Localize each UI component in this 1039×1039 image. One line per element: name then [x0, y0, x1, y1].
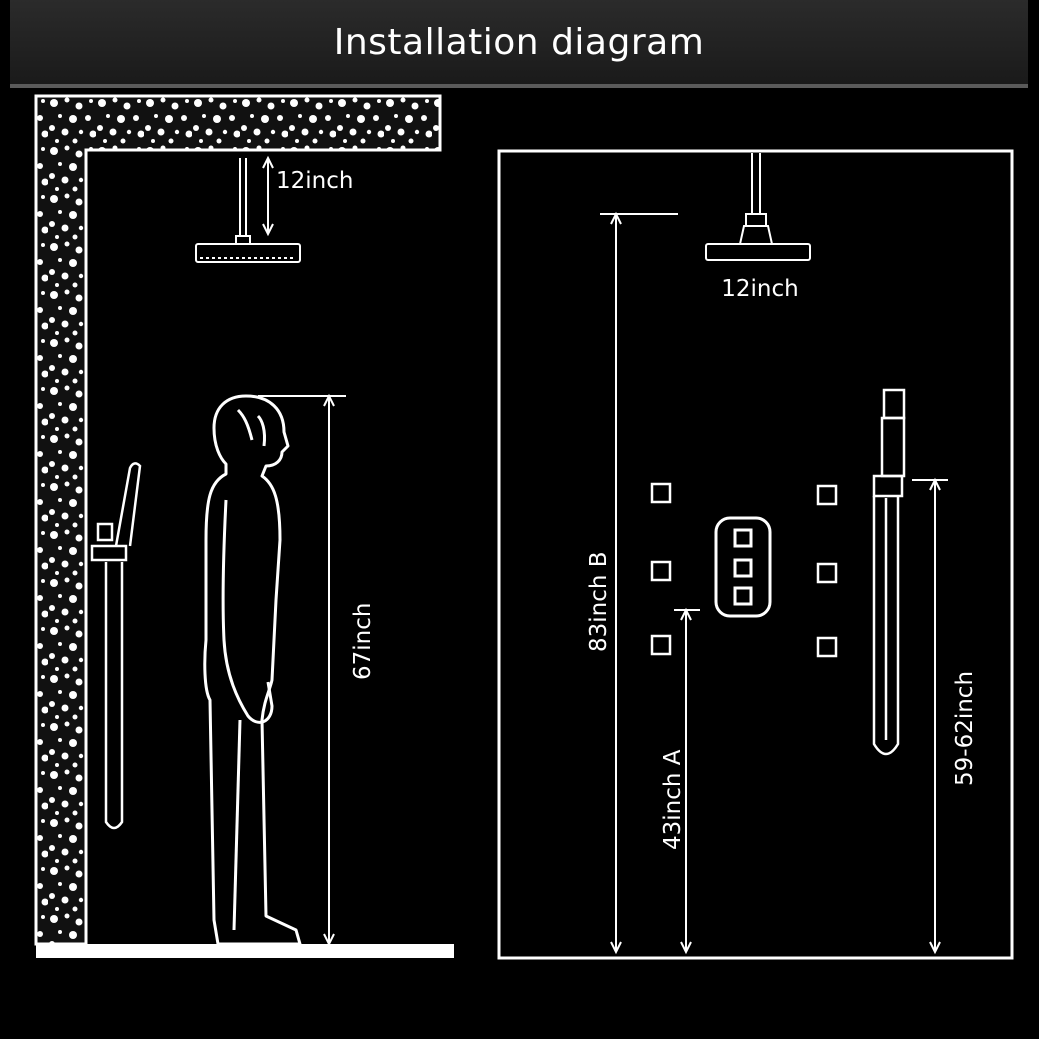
front-view: 12inch 83inch B — [497, 149, 1014, 960]
head-drop-dimension — [262, 155, 274, 237]
valve-height-dimension — [674, 607, 700, 955]
person-icon — [203, 394, 302, 946]
side-floor — [36, 944, 454, 958]
body-jet-icon — [816, 484, 838, 506]
body-jet-icon — [816, 562, 838, 584]
body-jet-icon — [650, 634, 672, 656]
rain-shower-head-front — [705, 153, 811, 261]
head-size-label: 12inch — [721, 276, 798, 302]
control-valve-icon — [714, 516, 772, 618]
title-bar: Installation diagram — [10, 0, 1028, 88]
valve-height-label: 43inch A — [660, 749, 686, 850]
head-height-dimension — [600, 211, 678, 955]
person-height-label: 67inch — [350, 603, 376, 680]
head-drop-label: 12inch — [276, 168, 353, 194]
shower-enclosure-frame — [497, 149, 1014, 960]
head-height-label: 83inch B — [586, 551, 612, 652]
rain-shower-head-side — [195, 158, 301, 263]
side-view: 12inch 67inch — [34, 94, 454, 958]
body-jet-icon — [816, 636, 838, 658]
handheld-shower-side — [90, 462, 142, 830]
handheld-shower-front — [872, 388, 906, 756]
handheld-height-dimension — [912, 477, 948, 955]
person-height-dimension — [258, 393, 346, 947]
handheld-height-label: 59-62inch — [952, 671, 978, 786]
body-jet-icon — [650, 560, 672, 582]
body-jets — [650, 482, 838, 658]
body-jet-icon — [650, 482, 672, 504]
page-title: Installation diagram — [333, 22, 705, 63]
